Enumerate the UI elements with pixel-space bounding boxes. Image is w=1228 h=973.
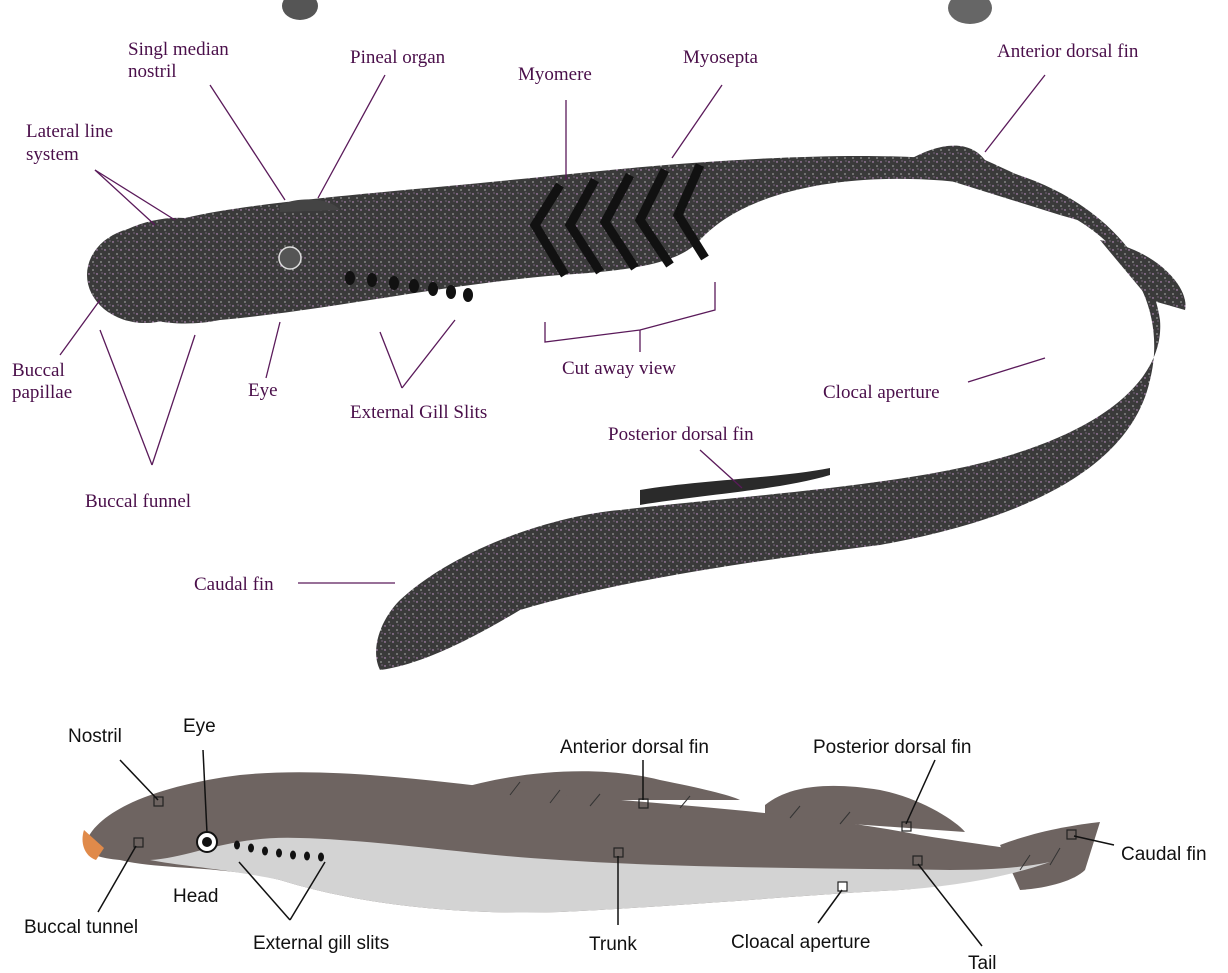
corner-blob-left (282, 0, 318, 20)
label-caudal-fin-bottom: Caudal fin (1121, 844, 1207, 865)
bottom-eye-pupil (202, 837, 212, 847)
label-trunk: Trunk (589, 934, 637, 955)
top-lamprey-illustration: Singl median nostril Pineal organ Myomer… (12, 0, 1186, 670)
label-caudal-fin-top: Caudal fin (194, 574, 274, 595)
label-cloacal-aperture-top: Clocal aperture (823, 382, 940, 403)
label-buccal-papillae-line2: papillae (12, 382, 72, 403)
label-pineal-organ: Pineal organ (350, 47, 446, 68)
top-caudal-flap (1100, 240, 1186, 310)
label-head: Head (173, 886, 218, 907)
label-nostril: Nostril (68, 726, 122, 747)
label-posterior-dorsal-fin-bottom: Posterior dorsal fin (813, 737, 971, 758)
label-myomere: Myomere (518, 64, 592, 85)
label-buccal-papillae-line1: Buccal (12, 360, 65, 381)
top-eye-shape (279, 247, 301, 269)
label-median-nostril-line1: Singl median (128, 39, 229, 60)
label-lateral-line-line1: Lateral line (26, 121, 113, 142)
label-anterior-dorsal-fin-top: Anterior dorsal fin (997, 41, 1139, 62)
label-cut-away-view: Cut away view (562, 358, 676, 379)
label-posterior-dorsal-fin-top: Posterior dorsal fin (608, 424, 754, 445)
bottom-lamprey-illustration: Nostril Eye Anterior dorsal fin Posterio… (24, 716, 1207, 973)
top-oral-disc (87, 227, 203, 323)
label-cloacal-aperture-bottom: Cloacal aperture (731, 932, 870, 953)
label-external-gill-slits-top: External Gill Slits (350, 402, 487, 423)
label-eye-bottom: Eye (183, 716, 216, 737)
label-external-gill-slits-bottom: External gill slits (253, 933, 389, 954)
label-buccal-funnel: Buccal funnel (85, 491, 191, 512)
label-anterior-dorsal-fin-bottom: Anterior dorsal fin (560, 737, 709, 758)
label-eye-top: Eye (248, 380, 278, 401)
corner-blob-right (948, 0, 992, 24)
top-anterior-dorsal-fin-shape (900, 146, 1095, 225)
label-tail: Tail (968, 953, 997, 973)
label-lateral-line-line2: system (26, 144, 79, 165)
label-myosepta: Myosepta (683, 47, 759, 68)
label-median-nostril-line2: nostril (128, 61, 177, 82)
label-buccal-tunnel: Buccal tunnel (24, 917, 138, 938)
